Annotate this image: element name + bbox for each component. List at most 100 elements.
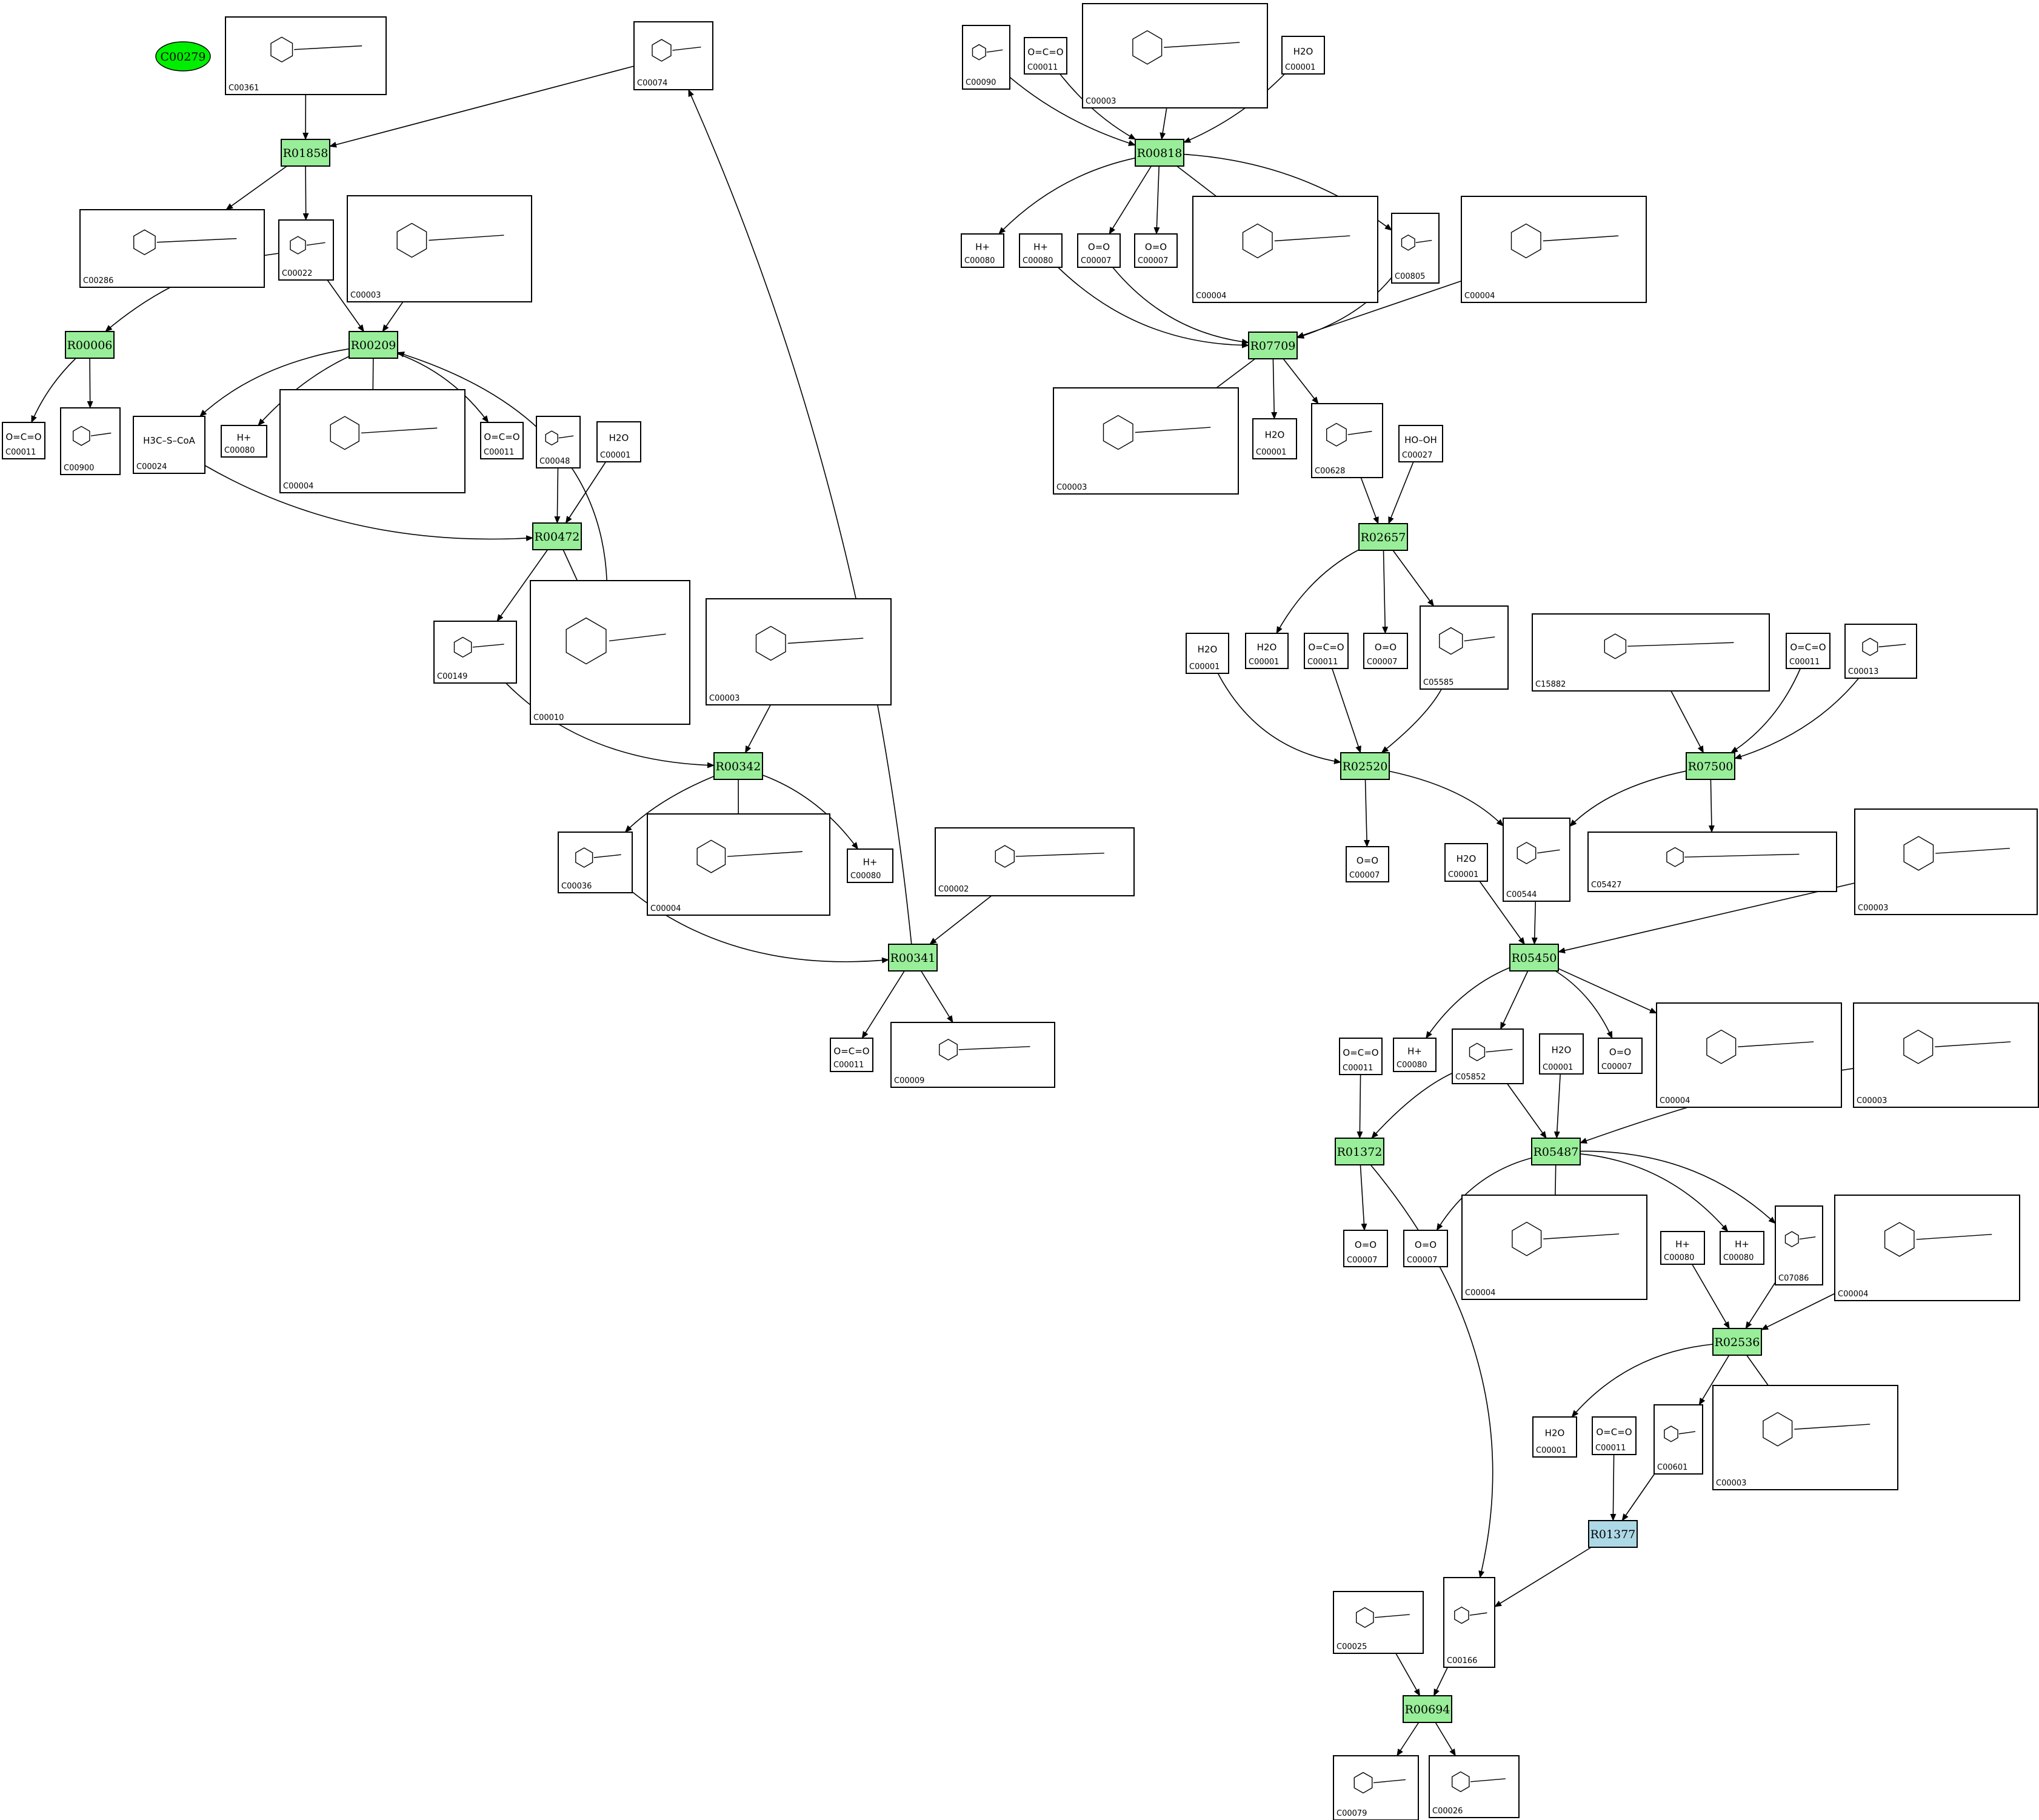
reaction-R00818[interactable]: R00818 (1135, 139, 1184, 167)
compound-box[interactable] (706, 598, 892, 705)
compound-box[interactable] (536, 416, 581, 468)
compound-box[interactable] (1311, 403, 1383, 478)
compound-box[interactable] (1461, 1195, 1647, 1300)
compound-box[interactable] (1245, 633, 1289, 669)
compound-C00080[interactable]: H+C00080 (961, 233, 1004, 268)
compound-box[interactable] (347, 195, 532, 302)
compound-box[interactable] (225, 16, 387, 95)
reaction-box[interactable] (1509, 944, 1559, 972)
compound-C00090[interactable]: C00090 (962, 25, 1010, 90)
compound-C00544[interactable]: C00544 (1503, 818, 1570, 902)
compound-C00900[interactable]: C00900 (60, 407, 121, 475)
reaction-R02520[interactable]: R02520 (1340, 752, 1390, 780)
compound-box[interactable] (1398, 425, 1443, 462)
compound-C00036[interactable]: C00036 (558, 832, 633, 893)
compound-box[interactable] (279, 389, 466, 493)
compound-C00080[interactable]: H+C00080 (1019, 233, 1063, 268)
compound-C00003[interactable]: C00003 (1853, 1002, 2039, 1108)
compound-C00079[interactable]: C00079 (1333, 1755, 1419, 1820)
compound-box[interactable] (558, 832, 633, 893)
compound-C00003[interactable]: C00003 (347, 195, 532, 302)
compound-box[interactable] (1082, 3, 1268, 108)
reaction-R01377[interactable]: R01377 (1588, 1520, 1638, 1548)
compound-C05852[interactable]: C05852 (1452, 1028, 1524, 1084)
compound-box[interactable] (1854, 808, 2038, 915)
reaction-R01858[interactable]: R01858 (281, 139, 330, 167)
compound-box[interactable] (1252, 418, 1297, 459)
compound-C00166[interactable]: C00166 (1443, 1577, 1495, 1668)
compound-C00013[interactable]: C00013 (1844, 624, 1917, 679)
compound-C00010[interactable]: C00010 (530, 580, 690, 725)
compound-box[interactable] (647, 813, 830, 916)
compound-C00149[interactable]: C00149 (433, 621, 517, 684)
compound-C00004[interactable]: C00004 (647, 813, 830, 916)
title-node[interactable]: C00279 (155, 41, 211, 72)
compound-box[interactable] (1391, 213, 1440, 284)
compound-box[interactable] (1363, 633, 1408, 669)
compound-C00004[interactable]: C00004 (1834, 1195, 2020, 1301)
compound-box[interactable] (133, 416, 205, 474)
compound-C15882[interactable]: C15882 (1532, 613, 1770, 692)
compound-box[interactable] (1333, 1591, 1424, 1654)
compound-box[interactable] (1786, 633, 1830, 669)
compound-C00048[interactable]: C00048 (536, 416, 581, 468)
reaction-box[interactable] (713, 752, 763, 780)
reaction-box[interactable] (1686, 752, 1735, 780)
compound-box[interactable] (1656, 1002, 1842, 1108)
compound-box[interactable] (221, 425, 267, 458)
reaction-box[interactable] (1335, 1138, 1384, 1165)
compound-box[interactable] (1339, 1038, 1383, 1075)
reaction-box[interactable] (1588, 1520, 1638, 1548)
compound-box[interactable] (1712, 1385, 1898, 1490)
compound-box[interactable] (1333, 1755, 1419, 1820)
compound-box[interactable] (1346, 846, 1389, 882)
compound-C00002[interactable]: C00002 (935, 827, 1135, 896)
compound-C00361[interactable]: C00361 (225, 16, 387, 95)
compound-C00805[interactable]: C00805 (1391, 213, 1440, 284)
reaction-R00472[interactable]: R00472 (532, 522, 582, 550)
reaction-R07500[interactable]: R07500 (1686, 752, 1735, 780)
compound-box[interactable] (1429, 1755, 1520, 1818)
compound-box[interactable] (1343, 1230, 1388, 1267)
compound-box[interactable] (847, 848, 893, 883)
compound-box[interactable] (1853, 1002, 2039, 1108)
reaction-box[interactable] (65, 331, 115, 359)
compound-box[interactable] (1019, 233, 1063, 268)
compound-box[interactable] (1134, 233, 1178, 268)
compound-box[interactable] (1444, 843, 1488, 882)
compound-box[interactable] (60, 407, 121, 475)
compound-box[interactable] (633, 21, 713, 90)
compound-C00003[interactable]: C00003 (1854, 808, 2038, 915)
reaction-box[interactable] (1248, 332, 1298, 359)
reaction-box[interactable] (1531, 1138, 1581, 1165)
compound-C00003[interactable]: C00003 (1712, 1385, 1898, 1490)
reaction-R00341[interactable]: R00341 (888, 944, 938, 972)
compound-box[interactable] (1654, 1404, 1703, 1475)
compound-box[interactable] (962, 25, 1010, 90)
compound-box[interactable] (1186, 633, 1229, 674)
compound-C00074[interactable]: C00074 (633, 21, 713, 90)
compound-box[interactable] (1443, 1577, 1495, 1668)
compound-C00004[interactable]: C00004 (1656, 1002, 1842, 1108)
compound-C00003[interactable]: C00003 (1053, 387, 1239, 495)
reaction-R00694[interactable]: R00694 (1403, 1695, 1452, 1723)
compound-box[interactable] (2, 422, 45, 459)
compound-box[interactable] (1775, 1205, 1823, 1285)
reaction-box[interactable] (888, 944, 938, 972)
reaction-R02536[interactable]: R02536 (1712, 1328, 1762, 1356)
compound-box[interactable] (1461, 196, 1647, 303)
